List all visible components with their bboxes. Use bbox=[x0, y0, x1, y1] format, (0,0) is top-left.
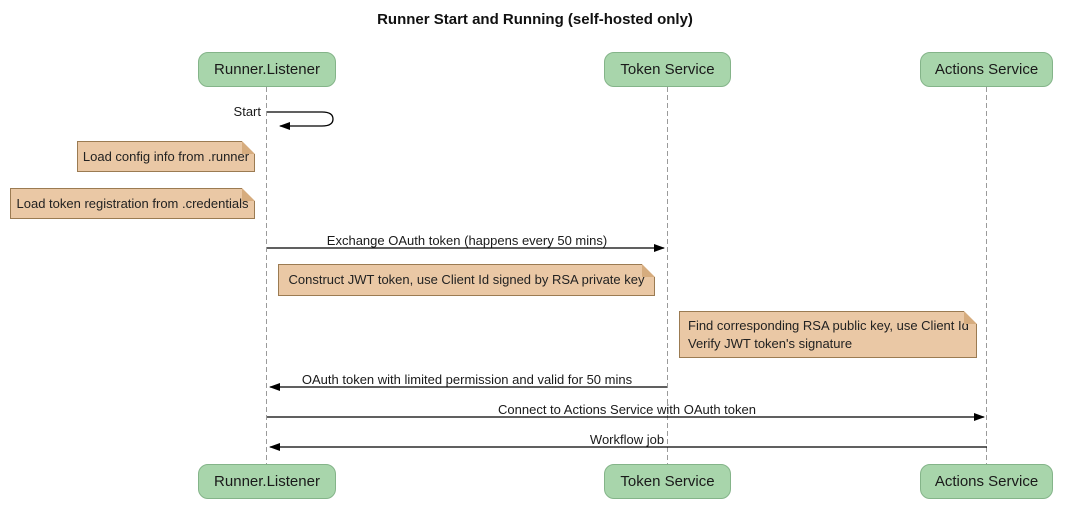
message-label-oauth-return: OAuth token with limited permission and … bbox=[301, 372, 633, 387]
note-load-config-text: Load config info from .runner bbox=[82, 148, 250, 164]
participant-actions-service-top: Actions Service bbox=[920, 52, 1053, 87]
note-construct-jwt-text: Construct JWT token, use Client Id signe… bbox=[288, 272, 645, 287]
message-label-workflow-job: Workflow job bbox=[589, 432, 665, 447]
note-construct-jwt: Construct JWT token, use Client Id signe… bbox=[278, 264, 655, 296]
participant-runner-listener-bottom: Runner.Listener bbox=[198, 464, 336, 499]
participant-runner-listener-top: Runner.Listener bbox=[198, 52, 336, 87]
note-find-rsa-line1: Find corresponding RSA public key, use C… bbox=[688, 317, 969, 333]
note-load-credentials: Load token registration from .credential… bbox=[10, 188, 255, 219]
participant-token-service-top: Token Service bbox=[604, 52, 731, 87]
note-load-credentials-text: Load token registration from .credential… bbox=[16, 195, 249, 211]
diagram-title: Runner Start and Running (self-hosted on… bbox=[377, 11, 693, 28]
message-label-exchange-oauth: Exchange OAuth token (happens every 50 m… bbox=[326, 233, 608, 248]
participant-actions-service-bottom: Actions Service bbox=[920, 464, 1053, 499]
arrow-start-self-message bbox=[267, 111, 334, 130]
message-label-connect-actions: Connect to Actions Service with OAuth to… bbox=[498, 402, 756, 417]
participant-token-service-bottom: Token Service bbox=[604, 464, 731, 499]
note-find-rsa: Find corresponding RSA public key, use C… bbox=[679, 311, 977, 358]
message-label-start: Start bbox=[233, 104, 261, 119]
note-load-config: Load config info from .runner bbox=[77, 141, 255, 172]
note-find-rsa-line2: Verify JWT token's signature bbox=[688, 335, 853, 351]
